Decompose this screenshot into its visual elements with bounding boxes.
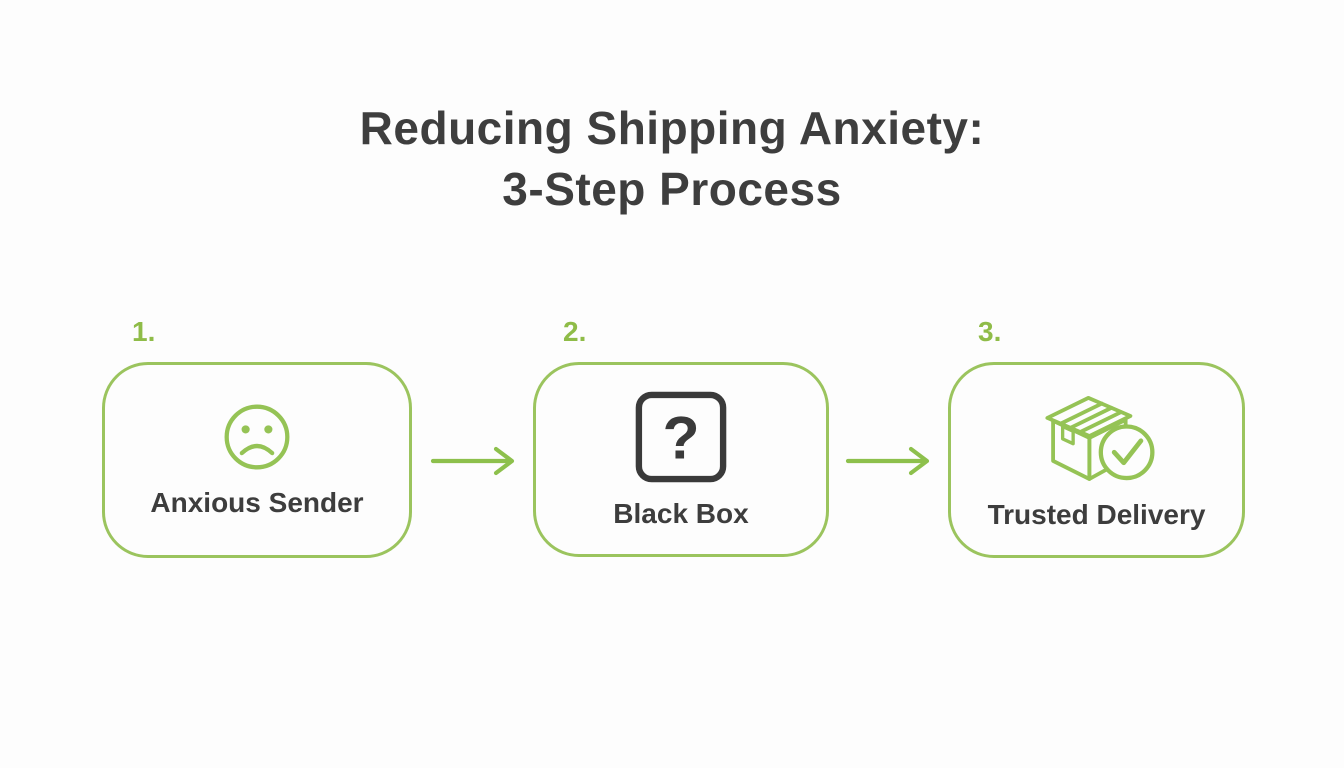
- sad-face-icon: [221, 401, 293, 473]
- step-2-box: ? Black Box: [533, 362, 829, 557]
- step-card-anxious-sender: 1. Anxious Sender: [102, 316, 412, 558]
- question-box-icon: ?: [634, 390, 728, 484]
- step-card-trusted-delivery: 3. Trusted Del: [948, 316, 1245, 558]
- step-2-number: 2.: [563, 316, 587, 347]
- step-3-box: Trusted Delivery: [948, 362, 1245, 558]
- step-3-number: 3.: [978, 316, 1002, 347]
- svg-text:?: ?: [662, 403, 699, 471]
- title-line-1: Reducing Shipping Anxiety:: [359, 102, 985, 154]
- step-1-number: 1.: [132, 316, 156, 347]
- arrow-1-icon: [430, 446, 520, 481]
- arrow-2-icon: [845, 446, 935, 481]
- step-1-box: Anxious Sender: [102, 362, 412, 558]
- step-1-label: Anxious Sender: [150, 487, 364, 518]
- package-check-icon: [1034, 389, 1160, 485]
- page-title: Reducing Shipping Anxiety: 3-Step Process: [0, 98, 1344, 220]
- title-line-2: 3-Step Process: [502, 163, 842, 215]
- step-3-label: Trusted Delivery: [987, 499, 1206, 530]
- step-card-black-box: 2. ? Black Box: [533, 316, 829, 557]
- step-2-label: Black Box: [613, 497, 749, 529]
